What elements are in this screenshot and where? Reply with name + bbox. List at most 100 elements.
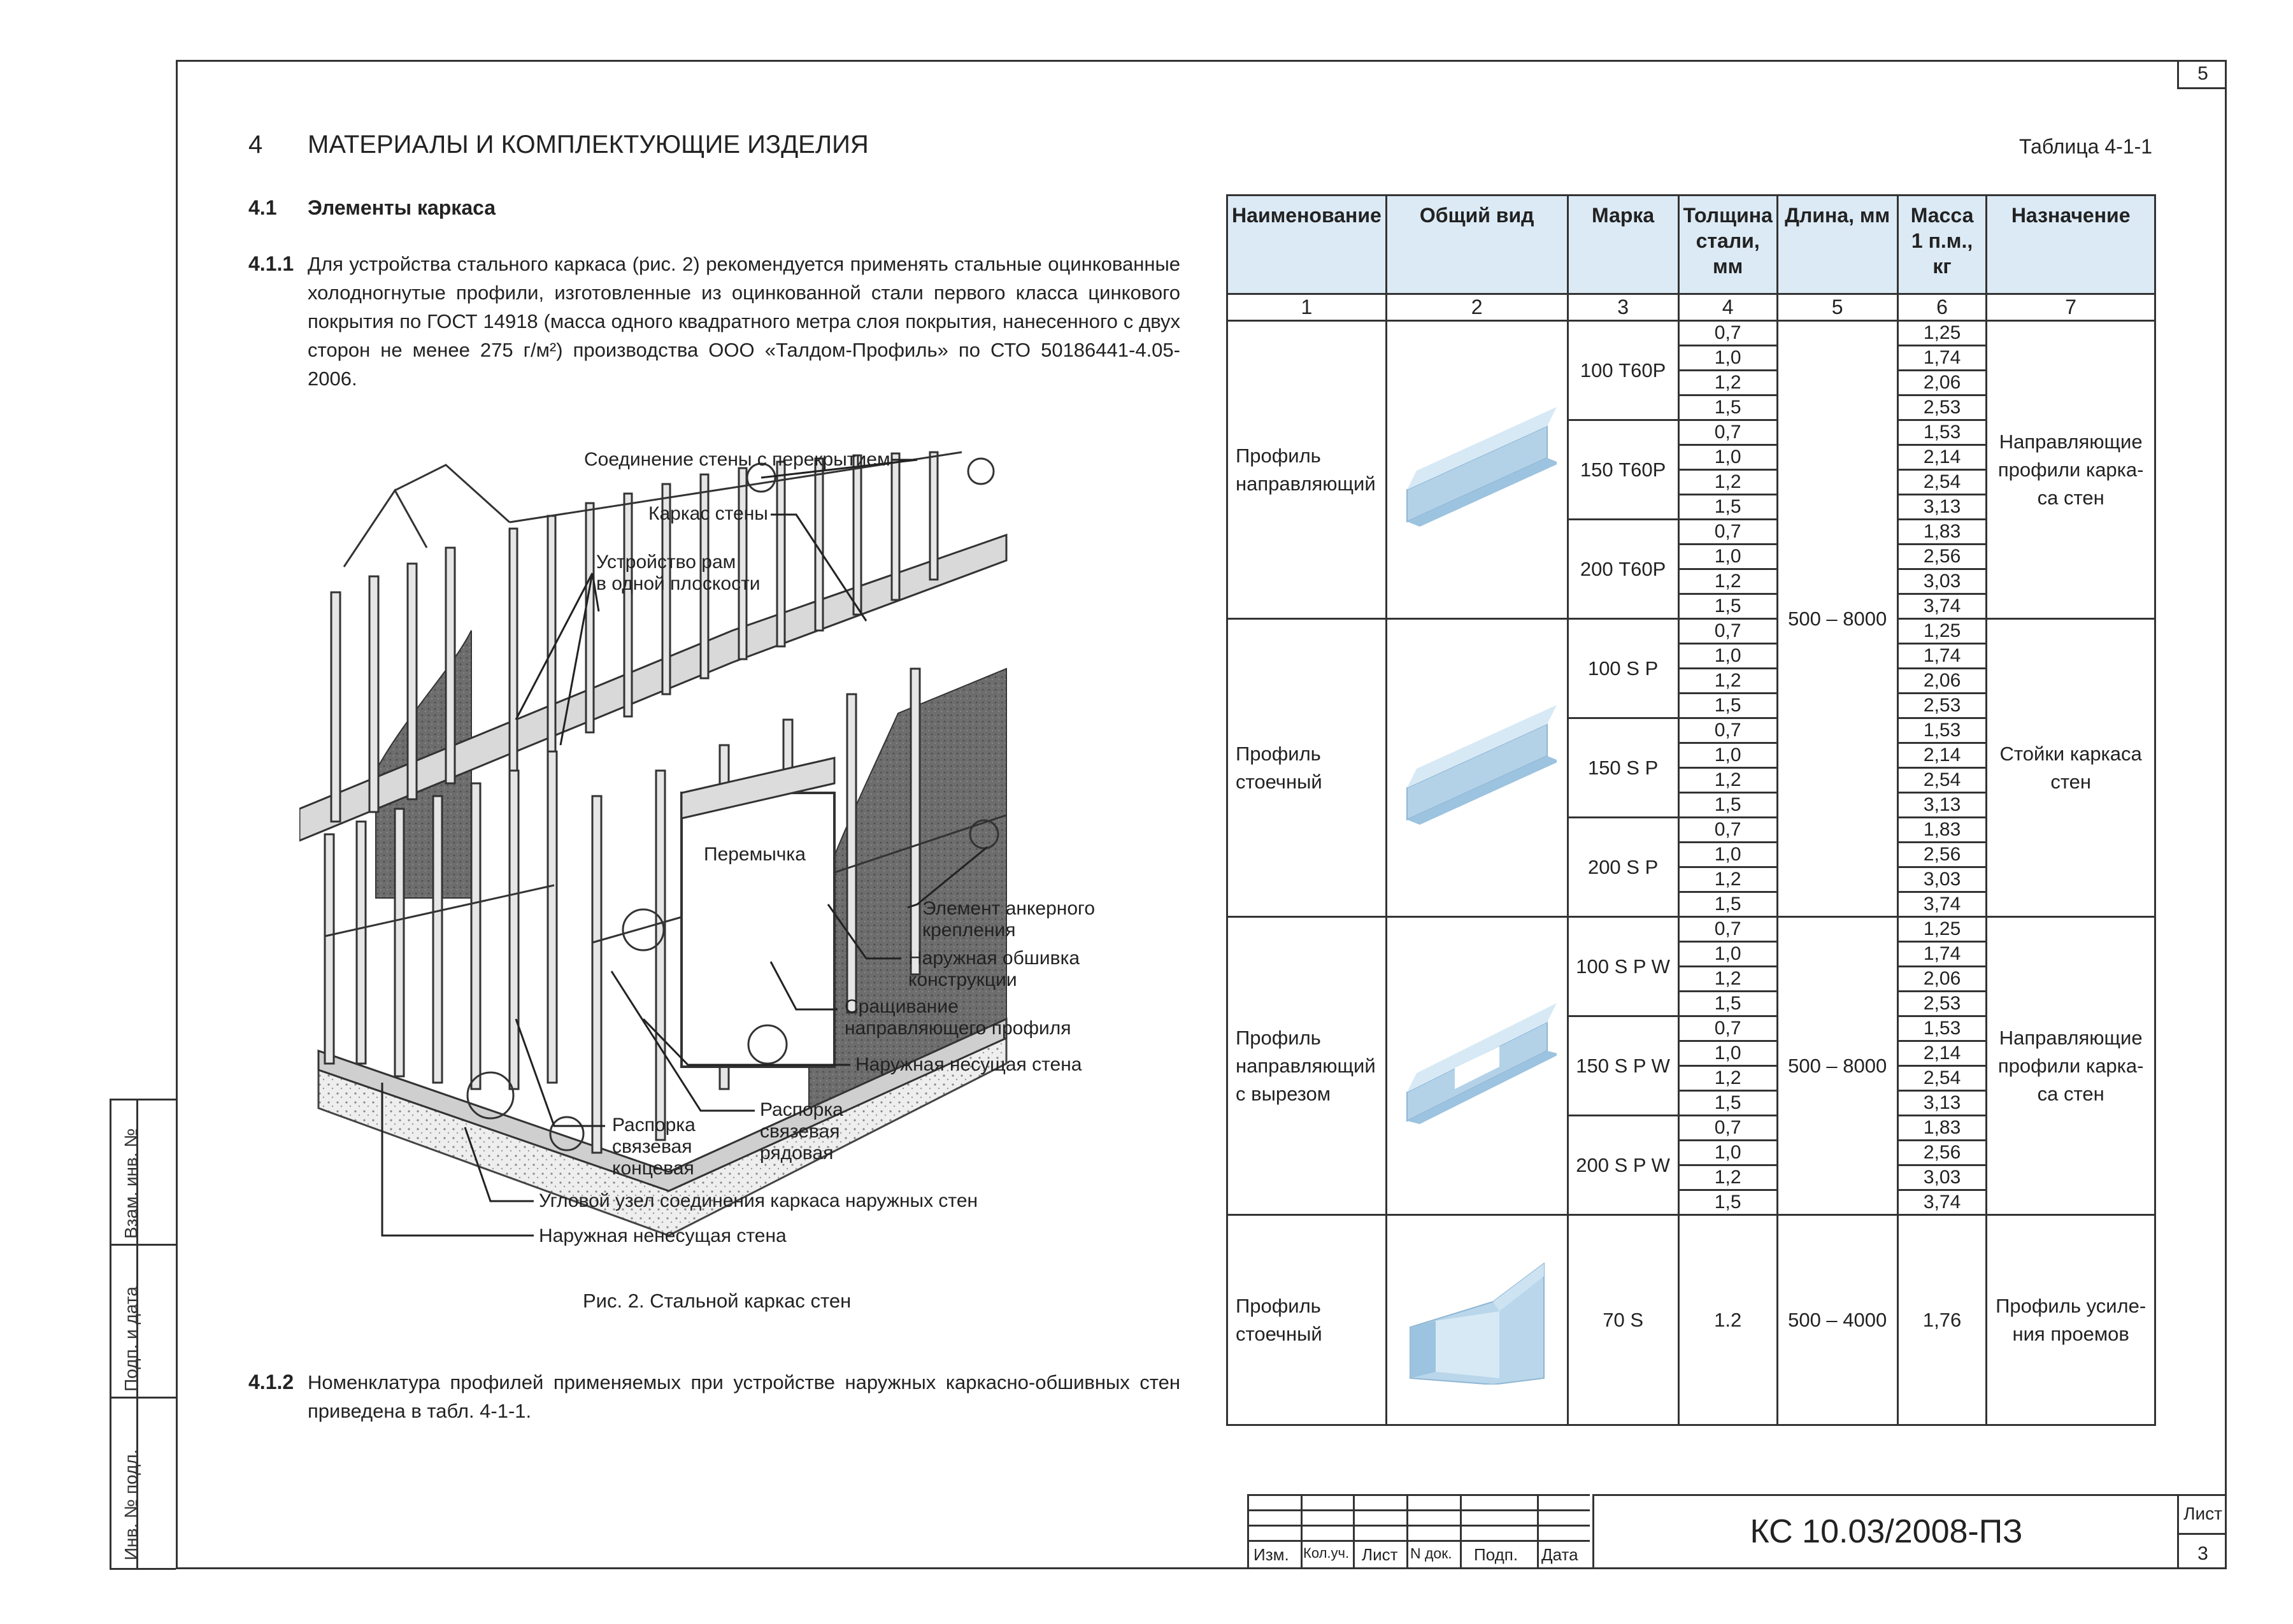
row-thickness: 1,5 <box>1677 990 1778 1017</box>
row-mass: 1,76 <box>1896 1214 1988 1426</box>
row-mass: 2,14 <box>1896 742 1988 769</box>
row-thickness: 1,2 <box>1677 369 1778 396</box>
row-mark: 70 S <box>1566 1214 1680 1426</box>
row-thickness: 1,0 <box>1677 444 1778 471</box>
row-length: 500 – 8000 <box>1776 916 1899 1216</box>
callout-brace-row-c: рядовая <box>760 1143 834 1164</box>
row-mass: 2,54 <box>1896 1065 1988 1092</box>
header-name: Наименование <box>1226 194 1387 295</box>
callout-wall-floor-joint: Соединение стены с перекрытием <box>584 449 890 470</box>
row-thickness: 1,0 <box>1677 742 1778 769</box>
col-number: 2 <box>1385 293 1569 322</box>
col-number: 7 <box>1985 293 2156 322</box>
callout-brace-end-c: концевая <box>612 1158 694 1179</box>
row-purpose: Профиль усиле-ния проемов <box>1985 1214 2156 1426</box>
row-mass: 2,53 <box>1896 692 1988 719</box>
row-mass: 1,25 <box>1896 618 1988 645</box>
row-mark: 100 Т60Р <box>1566 320 1680 421</box>
callout-frame-plane-a: Устройство рам <box>596 552 736 573</box>
70s-profile-image <box>1409 1262 1545 1385</box>
callout-sheathing-b: конструкции <box>908 969 1017 990</box>
row-mark: 150 S P W <box>1566 1015 1680 1116</box>
row-mass: 1,74 <box>1896 345 1988 371</box>
section-number: 4 <box>248 131 263 159</box>
stamp-col-data: Дата <box>1541 1545 1578 1564</box>
row-mass: 2,54 <box>1896 767 1988 794</box>
col-number: 5 <box>1776 293 1899 322</box>
row-mass: 3,13 <box>1896 1090 1988 1116</box>
row-mark: 100 S P <box>1566 618 1680 719</box>
sheet-box: Лист 3 <box>2177 1494 2227 1569</box>
para-411-text: Для устройства стального каркаса (рис. 2… <box>308 253 1180 390</box>
para-411-number: 4.1.1 <box>248 252 294 275</box>
callout-nonbearing-wall: Наружная ненесущая стена <box>539 1225 787 1246</box>
row-mass: 2,53 <box>1896 990 1988 1017</box>
stamp-col-koluch: Кол.уч. <box>1303 1545 1350 1561</box>
row-view <box>1385 618 1569 918</box>
row-thickness: 0,7 <box>1677 518 1778 545</box>
row-thickness: 1,5 <box>1677 494 1778 520</box>
row-mass: 2,56 <box>1896 841 1988 868</box>
row-mass: 2,14 <box>1896 444 1988 471</box>
row-mass: 1,74 <box>1896 941 1988 967</box>
row-thickness: 1,5 <box>1677 692 1778 719</box>
col-number: 1 <box>1226 293 1387 322</box>
row-thickness: 1,2 <box>1677 1164 1778 1191</box>
table-row: 1,5 2,53 <box>1227 692 2155 719</box>
row-thickness: 0,7 <box>1677 419 1778 446</box>
row-mass: 2,56 <box>1896 543 1988 570</box>
row-thickness: 1,2 <box>1677 568 1778 595</box>
callout-bearing-wall: Наружная несущая стена <box>855 1054 1082 1075</box>
row-mass: 1,83 <box>1896 518 1988 545</box>
row-mass: 1,53 <box>1896 717 1988 744</box>
row-thickness: 1,2 <box>1677 469 1778 495</box>
header-mark: Марка <box>1566 194 1680 295</box>
row-thickness: 1,5 <box>1677 792 1778 818</box>
row-length: 500 – 8000 <box>1776 320 1899 918</box>
header-length: Длина, мм <box>1776 194 1899 295</box>
row-mass: 1,74 <box>1896 643 1988 669</box>
row-thickness: 1,5 <box>1677 593 1778 620</box>
header-purpose: Назначение <box>1985 194 2156 295</box>
row-thickness: 1,2 <box>1677 866 1778 893</box>
row-thickness: 1.2 <box>1677 1214 1778 1426</box>
page-frame <box>176 60 2227 1569</box>
subsection-number: 4.1 <box>248 196 277 219</box>
row-mass: 2,56 <box>1896 1139 1988 1166</box>
row-mark: 150 S P <box>1566 717 1680 818</box>
para-412-text: Номенклатура профилей применяемых при ус… <box>308 1371 1180 1422</box>
row-mass: 3,74 <box>1896 1189 1988 1216</box>
callout-brace-end-a: Распорка <box>612 1115 696 1136</box>
row-thickness: 0,7 <box>1677 1015 1778 1042</box>
row-mark: 100 S P W <box>1566 916 1680 1017</box>
page-number-top: 5 <box>2177 60 2227 89</box>
callout-anchor-a: Элемент анкерного <box>922 898 1096 919</box>
figure-caption: Рис. 2. Стальной каркас стен <box>583 1290 852 1312</box>
row-mass: 3,74 <box>1896 891 1988 918</box>
callout-anchor-b: крепления <box>922 920 1016 941</box>
row-thickness: 0,7 <box>1677 916 1778 943</box>
row-thickness: 0,7 <box>1677 1115 1778 1141</box>
callout-brace-end-b: связевая <box>612 1136 692 1157</box>
